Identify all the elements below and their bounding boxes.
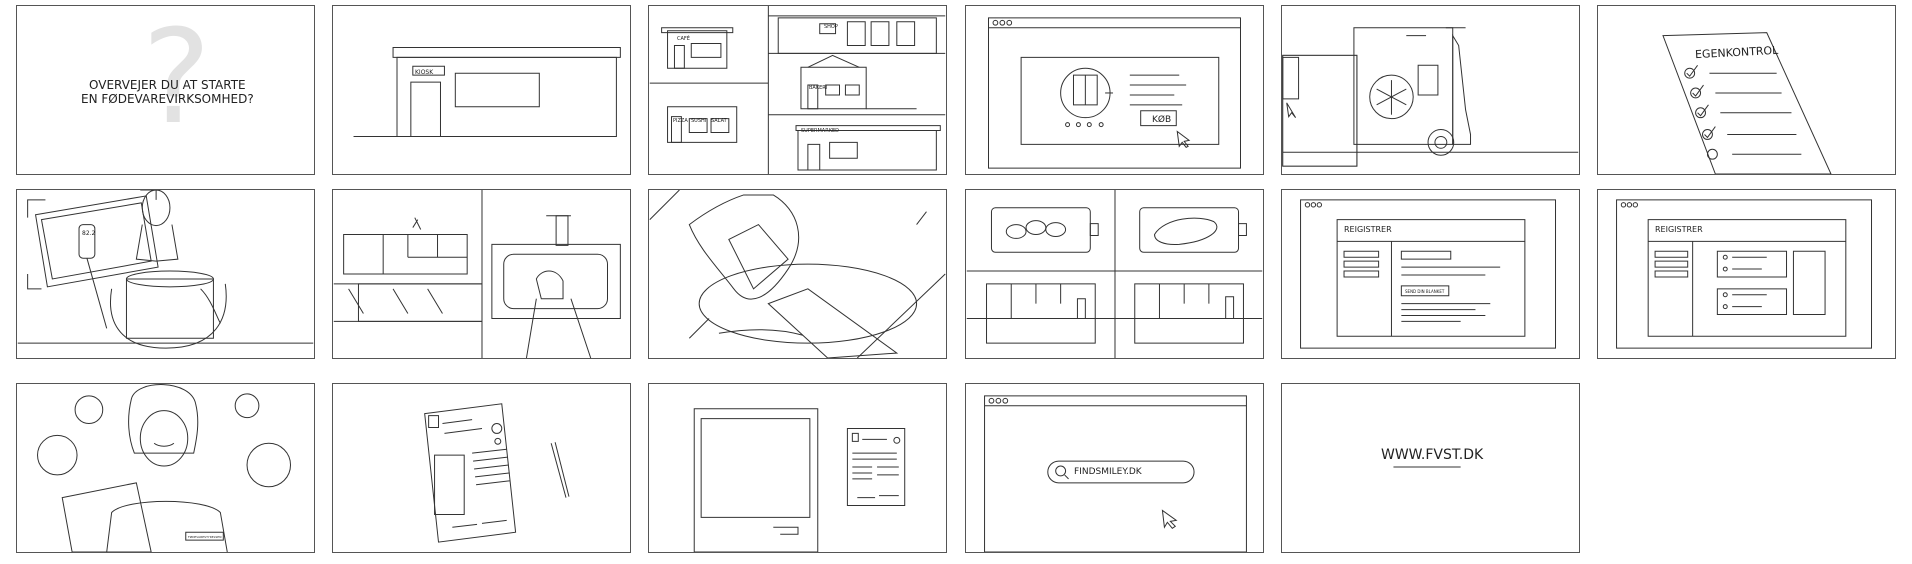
webshop-illustration: [966, 6, 1263, 174]
panel-smiley-poster: [648, 383, 947, 553]
panel-cleaning: [648, 189, 947, 359]
sign-pizza: PIZZA: [673, 118, 688, 124]
question-mark: ?: [142, 5, 211, 153]
chef-thermometer-illustration: [17, 190, 314, 358]
question-line-1: OVERVEJER DU AT STARTE: [89, 78, 246, 92]
smiley-poster-illustration: [649, 384, 946, 552]
kiosk-sign: KIOSK: [415, 69, 434, 76]
panel-findsmiley: FINDSMILEY.DK: [965, 383, 1264, 553]
panel-webshop: KØB: [965, 5, 1264, 175]
cleaning-illustration: [649, 190, 946, 358]
sign-shop: SHOP: [824, 24, 838, 30]
sign-salat: SALAT: [711, 118, 727, 124]
checklist-illustration: [1598, 6, 1895, 174]
fvst-url: WWW.FVST.DK: [1381, 447, 1484, 463]
panel-kiosk: KIOSK: [332, 5, 631, 175]
panel-question: ? OVERVEJER DU AT STARTE EN FØDEVAREVIRK…: [16, 5, 315, 175]
panel-kitchen-hygiene: [332, 189, 631, 359]
kitchen-sink-illustration: [333, 190, 630, 358]
panel-report: [332, 383, 631, 553]
sign-cafe: CAFÉ: [677, 36, 690, 42]
question-line-2: EN FØDEVAREVIRKSOMHED?: [81, 92, 254, 106]
panel-url: WWW.FVST.DK: [1281, 383, 1580, 553]
register-form-illustration: [1282, 190, 1579, 358]
findsmiley-search-text: FINDSMILEY.DK: [1074, 467, 1142, 477]
register-list-title: REIGISTRER: [1655, 225, 1703, 234]
delivery-van-illustration: [1282, 6, 1579, 174]
panel-delivery-van: [1281, 5, 1580, 175]
panel-food-storage: [965, 189, 1264, 359]
sign-sushi: SUSHI: [691, 118, 707, 124]
inspector-illustration: [17, 384, 314, 552]
register-list-illustration: [1598, 190, 1895, 358]
panel-thermometer: 82.2: [16, 189, 315, 359]
inspector-badge: FØDEVARESTYRELSEN: [188, 535, 222, 539]
url-underline: [1282, 384, 1579, 552]
send-form-button: SEND DIN BLANKET: [1405, 289, 1445, 294]
panel-inspector: FØDEVARESTYRELSEN: [16, 383, 315, 553]
register-title: REIGISTRER: [1344, 225, 1392, 234]
buy-button-label: KØB: [1152, 115, 1172, 125]
sign-supermarked: SUPERMARKED: [801, 128, 839, 134]
sign-bakeri: BAKERI: [809, 85, 828, 91]
panel-shops: CAFÉ BAKERI SHOP PIZZA SUSHI SALAT SUPER…: [648, 5, 947, 175]
browser-search-illustration: [966, 384, 1263, 552]
cutting-boards-illustration: [966, 190, 1263, 358]
kiosk-illustration: [333, 6, 630, 174]
inspection-report-illustration: [333, 384, 630, 552]
panel-egenkontrol: EGENKONTROL: [1597, 5, 1896, 175]
panel-register-form: REIGISTRER SEND DIN BLANKET: [1281, 189, 1580, 359]
thermometer-reading: 82.2: [82, 230, 96, 237]
panel-register-list: REIGISTRER: [1597, 189, 1896, 359]
shops-illustration: [649, 6, 946, 174]
